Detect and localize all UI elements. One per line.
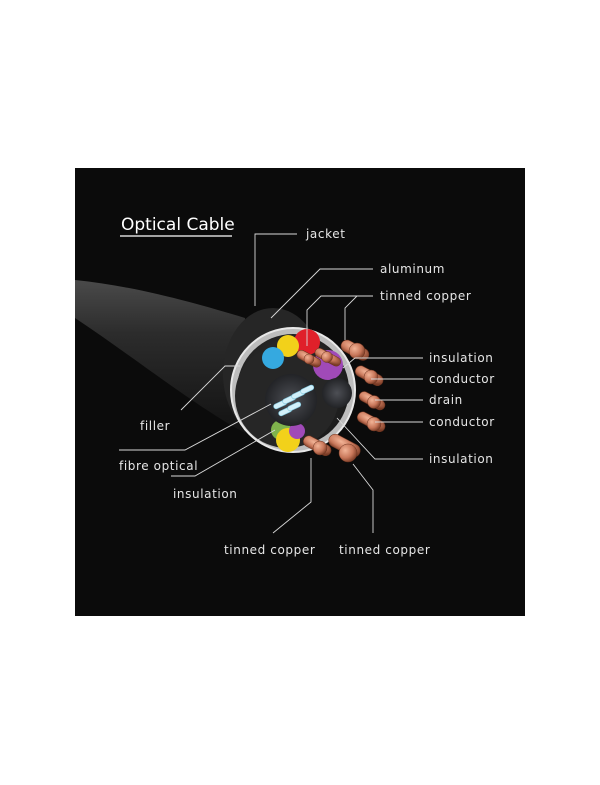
label-aluminum: aluminum xyxy=(380,262,445,276)
insulation-yellow-top xyxy=(277,335,299,357)
label-insulation-right-1: insulation xyxy=(429,351,493,365)
cable-jacket-body xyxy=(75,280,245,433)
label-insulation-right-2: insulation xyxy=(429,452,493,466)
label-insulation-left: insulation xyxy=(173,487,237,501)
label-tinned-copper-top: tinned copper xyxy=(380,289,471,303)
label-filler: filler xyxy=(140,419,170,433)
label-drain: drain xyxy=(429,393,463,407)
label-conductor-right-1: conductor xyxy=(429,372,495,386)
copper-conductors xyxy=(296,339,386,463)
insulation-purple-small xyxy=(289,423,305,439)
label-conductor-right-2: conductor xyxy=(429,415,495,429)
cable-diagram: Optical Cable jacket aluminum tinned cop… xyxy=(75,215,495,557)
fibre-strands xyxy=(273,384,315,417)
label-fibre-optical: fibre optical xyxy=(119,459,198,473)
leader-lines xyxy=(119,233,423,534)
insulation-blue xyxy=(262,347,284,369)
diagram-title: Optical Cable xyxy=(121,215,235,235)
label-tinned-copper-bottom-right: tinned copper xyxy=(339,543,430,557)
label-jacket: jacket xyxy=(305,227,346,241)
label-tinned-copper-bottom-left: tinned copper xyxy=(224,543,315,557)
insulation-grey-right xyxy=(322,378,352,408)
diagram-panel: Optical Cable jacket aluminum tinned cop… xyxy=(75,168,525,616)
